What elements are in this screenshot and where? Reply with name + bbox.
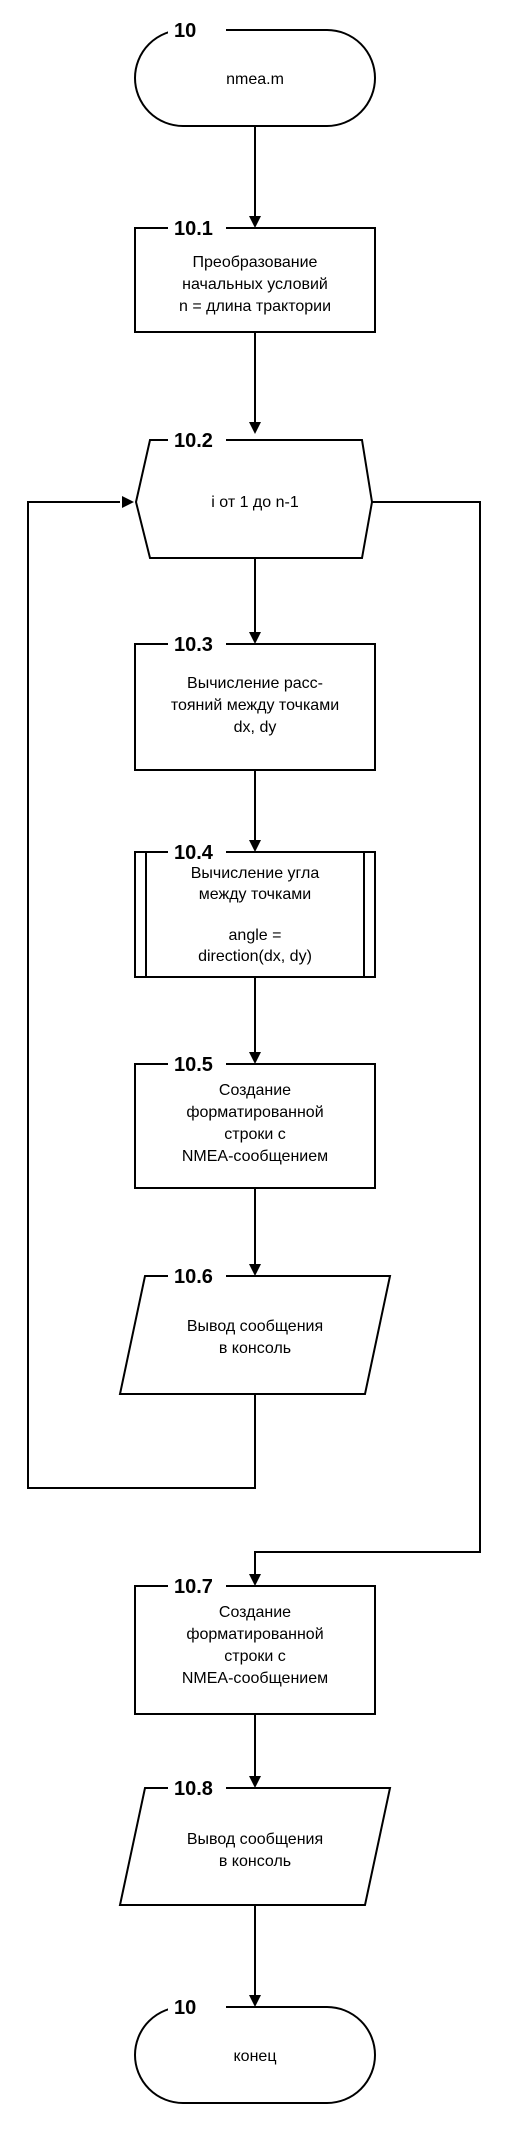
node-label-line: Создание (219, 1604, 291, 1621)
arrowhead-10-2 (249, 422, 261, 434)
arrowhead-10-4 (249, 840, 261, 852)
number-badge-bg (168, 1993, 226, 2017)
number-badge-bg (168, 426, 226, 450)
process-10-1-shape (134, 227, 376, 333)
node-label-line: n = длина трактории (179, 298, 331, 315)
arrowhead-10-3 (249, 632, 261, 644)
node-10-7: 10.7 Создание форматированной строки с NMEA… (134, 1572, 376, 1715)
number-badge-bg (168, 1262, 226, 1286)
output-10-8-shape (118, 1787, 392, 1906)
terminator-end-shape (134, 2006, 376, 2104)
process-10-3-shape (134, 643, 376, 771)
terminator-start-shape (134, 29, 376, 127)
node-label: nmea.m (226, 71, 284, 88)
output-10-6-shape (118, 1275, 392, 1395)
node-label: Вывод сообщения в консоль (187, 1831, 323, 1870)
node-label-line: Создание (219, 1082, 291, 1099)
process-10-5-shape (134, 1063, 376, 1189)
node-number: 10 (174, 20, 196, 42)
node-number: 10.7 (174, 1576, 213, 1598)
connector-loop-back (27, 501, 256, 1489)
node-label-line: Вывод сообщения (187, 1831, 323, 1848)
node-label-line: Вычисление угла (191, 865, 320, 882)
node-number: 10.5 (174, 1054, 213, 1076)
node-number: 10.6 (174, 1266, 213, 1288)
number-badge-bg (168, 214, 226, 238)
node-10-8: 10.8 Вывод сообщения в консоль (118, 1774, 392, 1906)
node-label-line: dx, dy (234, 719, 277, 736)
predefined-process-10-4-shape (134, 851, 376, 978)
node-label-line: NMEA-сообщением (182, 1148, 328, 1165)
arrowhead-10-7 (249, 1574, 261, 1586)
node-start: 10 nmea.m (134, 16, 376, 127)
connector-loop-exit (254, 501, 481, 1584)
node-label: Создание форматированной строки с NMEA-сооб… (182, 1604, 328, 1687)
arrowhead-10-6 (249, 1264, 261, 1276)
node-label-line: строки с (224, 1648, 286, 1665)
node-label-line: начальных условий (182, 276, 328, 293)
node-label: Вывод сообщения в консоль (187, 1318, 323, 1357)
node-number: 10.1 (174, 218, 213, 240)
node-label-line: nmea.m (226, 71, 284, 88)
node-label: Преобразование начальных условий n = длина… (179, 254, 331, 315)
node-label: Вычисление угла между точками angle = direc… (191, 865, 320, 965)
node-label-line: angle = (229, 927, 282, 944)
node-label-line: i от 1 до n-1 (211, 494, 299, 511)
node-label-line: Вывод сообщения (187, 1318, 323, 1335)
arrowhead-10-5 (249, 1052, 261, 1064)
node-number: 10 (174, 1997, 196, 2019)
node-number: 10.4 (174, 842, 214, 864)
connectors (27, 126, 481, 2005)
number-badge-bg (168, 1774, 226, 1798)
node-number: 10.3 (174, 634, 213, 656)
node-label-line: строки с (224, 1126, 286, 1143)
node-label-line: в консоль (219, 1340, 291, 1357)
node-number: 10.8 (174, 1778, 213, 1800)
node-10-6: 10.6 Вывод сообщения в консоль (118, 1262, 392, 1395)
node-label-line: Вычисление расс- (187, 675, 323, 692)
node-10-5: 10.5 Создание форматированной строки с NMEA… (134, 1050, 376, 1189)
node-label-line: NMEA-сообщением (182, 1670, 328, 1687)
node-label-line: между точками (199, 886, 311, 903)
arrowhead-end (249, 1995, 261, 2007)
arrowhead-10-8 (249, 1776, 261, 1788)
node-label-line: в консоль (219, 1853, 291, 1870)
node-end: 10 конец (134, 1993, 376, 2104)
node-label-line: форматированной (186, 1104, 323, 1121)
number-badge-bg (168, 1050, 226, 1074)
process-10-7-shape (134, 1585, 376, 1715)
number-badge-bg (168, 838, 226, 862)
node-label: i от 1 до n-1 (211, 494, 299, 511)
node-label: конец (234, 2048, 277, 2065)
node-label-line: direction(dx, dy) (198, 948, 312, 965)
number-badge-bg (168, 1572, 226, 1596)
loop-10-2-shape (134, 439, 374, 559)
node-label: Создание форматированной строки с NMEA-сооб… (182, 1082, 328, 1165)
node-10-4: 10.4 Вычисление угла между точками angle =… (134, 838, 376, 978)
arrowhead-10-1 (249, 216, 261, 228)
node-label-line: Преобразование (193, 254, 318, 271)
node-label-line: тояний между точками (171, 697, 339, 714)
node-number: 10.2 (174, 430, 213, 452)
node-label-line: форматированной (186, 1626, 323, 1643)
node-label: Вычисление расс-тояний между точками dx, … (171, 675, 339, 736)
number-badge-bg (168, 16, 226, 40)
node-10-3: 10.3 Вычисление расс-тояний между точкам… (134, 630, 376, 771)
node-10-1: 10.1 Преобразование начальных условий n = … (134, 214, 376, 333)
number-badge-bg (168, 630, 226, 654)
node-10-2: 10.2 i от 1 до n-1 (134, 426, 374, 559)
arrowheads (122, 216, 261, 2007)
node-label-line: конец (234, 2048, 277, 2065)
arrowhead-loop-back (122, 496, 134, 508)
